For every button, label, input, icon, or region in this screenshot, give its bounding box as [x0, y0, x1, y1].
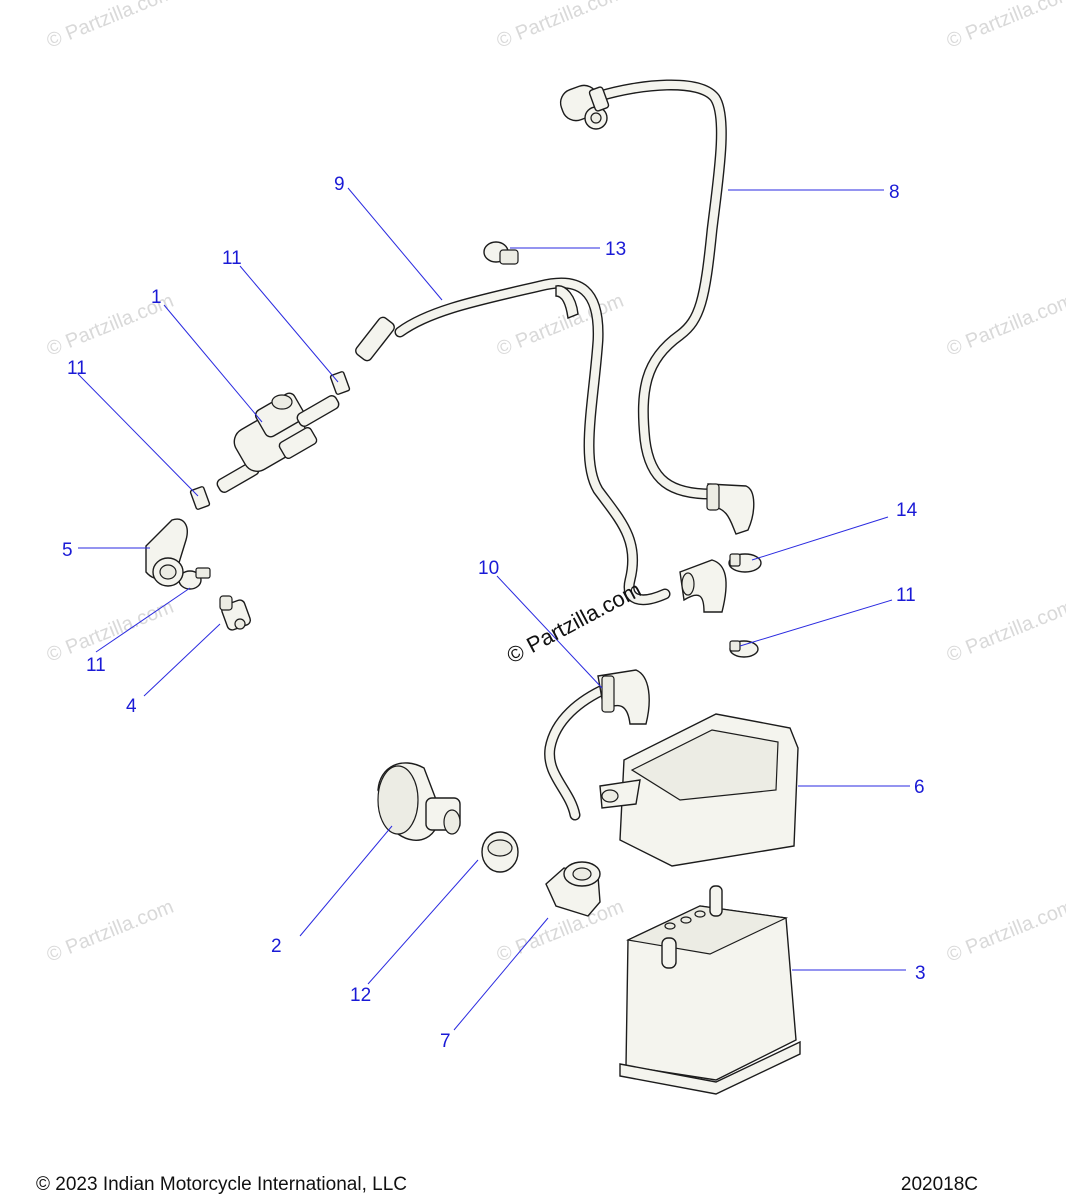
callout-11a[interactable]: 11 — [67, 358, 87, 379]
center-watermark: © Partzilla.com — [503, 577, 646, 669]
callout-2[interactable]: 2 — [271, 936, 282, 957]
part-2-cap — [377, 762, 461, 841]
copyright-text: © 2023 Indian Motorcycle International, … — [36, 1174, 407, 1195]
part-6-tray — [599, 713, 799, 867]
watermark: © Partzilla.com — [944, 596, 1066, 667]
callout-5[interactable]: 5 — [62, 540, 73, 561]
callout-12[interactable]: 12 — [350, 985, 371, 1006]
callout-3[interactable]: 3 — [915, 963, 926, 984]
watermarks: © Partzilla.com © Partzilla.com © Partzi… — [44, 0, 1066, 967]
callout-9[interactable]: 9 — [334, 174, 345, 195]
watermark: © Partzilla.com — [944, 290, 1066, 361]
part-1-valve — [216, 392, 340, 493]
watermark: © Partzilla.com — [44, 596, 177, 667]
figure-code: 202018C — [900, 1174, 978, 1195]
callout-6[interactable]: 6 — [914, 777, 925, 798]
watermark: © Partzilla.com — [44, 896, 177, 967]
callouts: 1 2 3 4 5 6 7 8 9 10 11 11 11 11 12 13 1… — [62, 174, 926, 1052]
callout-11d[interactable]: 11 — [896, 585, 916, 606]
part-9-hose — [355, 277, 727, 613]
callout-8[interactable]: 8 — [889, 182, 900, 203]
callout-1[interactable]: 1 — [151, 287, 162, 308]
part-13-clamp — [483, 241, 519, 265]
watermark: © Partzilla.com — [44, 0, 177, 53]
part-12-sleeve — [481, 831, 519, 873]
watermark: © Partzilla.com — [494, 0, 627, 53]
part-7-elbow — [545, 861, 601, 917]
callout-14[interactable]: 14 — [896, 500, 918, 521]
part-11-clamps — [178, 371, 759, 658]
callout-10[interactable]: 10 — [478, 558, 499, 579]
callout-11b[interactable]: 11 — [222, 248, 242, 269]
leader-lines — [77, 187, 910, 1031]
watermark: © Partzilla.com — [944, 896, 1066, 967]
part-3-canister — [619, 885, 801, 1095]
part-14-clamp — [728, 553, 762, 573]
callout-11c[interactable]: 11 — [86, 655, 106, 676]
part-4-fitting — [219, 595, 252, 631]
part-8-hose — [559, 79, 755, 535]
callout-13[interactable]: 13 — [605, 239, 626, 260]
part-10-hose — [544, 669, 650, 821]
part-5-elbow — [145, 518, 188, 587]
callout-4[interactable]: 4 — [126, 696, 137, 717]
watermark: © Partzilla.com — [944, 0, 1066, 53]
callout-7[interactable]: 7 — [440, 1031, 451, 1052]
watermark: © Partzilla.com — [494, 290, 627, 361]
